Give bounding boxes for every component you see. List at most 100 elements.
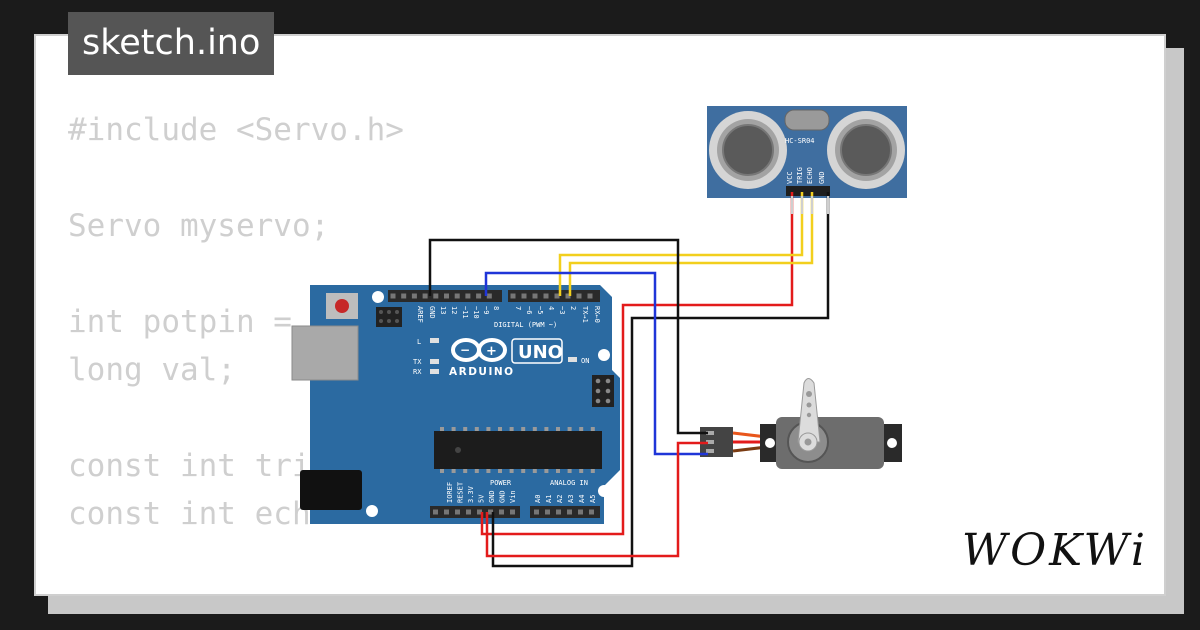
pin-label: A1 [545,495,553,503]
pin-hole [543,293,549,299]
chip-pin [556,427,560,431]
wire-servo-gnd [428,238,708,435]
servo-horn [797,378,821,443]
pin-label: ~11 [461,306,469,319]
pin-hole [556,509,561,515]
pin-hole [554,293,560,299]
wire-sensor-vcc [480,192,794,536]
pin-hole [401,293,407,299]
chip-pin [474,469,479,473]
pin-label: ~9 [482,306,490,314]
pin-hole [589,509,594,515]
led-rx [430,369,439,374]
sensor-pin-label: GND [818,171,826,184]
pin-hole [565,293,571,299]
pin-label: ~10 [472,306,480,319]
icsp-header-2 [592,375,614,407]
pin-hole [510,293,516,299]
chip-pin [567,469,572,473]
chip-pin [521,469,526,473]
pin-label: ~5 [536,306,544,314]
pin-label: 3.3V [467,485,475,503]
icsp-header-1 [376,307,402,327]
pin-hole [476,293,482,299]
pin-label: A3 [567,495,575,503]
power-jack [300,470,362,510]
wire-servo-signal [484,271,708,456]
code-line: const int ech [68,496,311,532]
reset-button-cap[interactable] [335,299,349,313]
chip-pin [440,469,444,473]
chip-pin [451,469,456,473]
sensor-pin-label: ECHO [806,167,814,184]
crystal [784,109,830,131]
mount-hole [366,505,378,517]
atmega-chip [434,431,602,469]
pin-label: ~3 [558,306,566,314]
chip-pin [556,469,560,473]
chip-pin [451,427,456,431]
logo-plus: + [486,344,497,359]
pin-label: 4 [547,306,555,310]
chip-pin [474,427,479,431]
chip-pins [440,427,595,473]
pin-hole [444,509,449,515]
file-title-tab[interactable]: sketch.ino [68,12,275,75]
chip-pin [590,427,595,431]
uno-badge [511,338,563,364]
pin-hole [510,509,515,515]
analog-header [530,506,600,518]
pin-label: TX→1 [581,306,589,323]
pin-hole [433,509,438,515]
pin-label: A2 [556,495,564,503]
pin-hole [578,509,583,515]
pin-hole [486,293,492,299]
pin-label: AREF [416,306,424,323]
usb-port [291,325,359,381]
pin-label: RX←0 [593,306,601,323]
arduino-brand: ARDUINO [449,366,515,378]
chip-pin [509,469,514,473]
wire-servo-vcc [485,441,708,558]
pin-label: Vin [509,490,517,503]
pin-hole [477,509,482,515]
pin-label: A4 [578,495,586,503]
mount-hole [372,291,384,303]
chip-pin [590,469,595,473]
power-label: POWER [490,479,512,487]
pin-hole [411,293,417,299]
wokwi-logo: WOKWi [961,525,1148,576]
pin-label: RESET [457,481,465,503]
led-l-label: L [417,338,421,346]
pin-label: GND [499,490,507,503]
pin-label: 5V [478,494,486,503]
chip-pin [521,427,526,431]
led-rx-label: RX [413,368,422,376]
logo-minus: − [460,343,470,357]
code-line: long (Ultrasonic Distance(int trigger Pi… [68,586,1151,594]
pin-hole [455,509,460,515]
chip-pin [544,427,549,431]
pin-label: 12 [450,306,458,314]
power-analog-pin-holes [433,509,594,515]
analog-in-label: ANALOG IN [550,479,588,487]
pin-hole [576,293,582,299]
servo-motor[interactable] [700,378,902,470]
pin-hole [466,509,471,515]
led-on [568,357,577,362]
code-preview: #include <Servo.h>Servo myservo;int potp… [68,106,1151,594]
pin-hole [422,293,428,299]
chip-pin [544,469,549,473]
pin-hole [444,293,449,299]
pin-hole [521,293,527,299]
led-l [430,338,439,343]
pin-label: 8 [492,306,500,310]
sensor-pin-label: VCC [786,171,794,184]
power-header [430,506,520,518]
chip-pin [532,469,537,473]
